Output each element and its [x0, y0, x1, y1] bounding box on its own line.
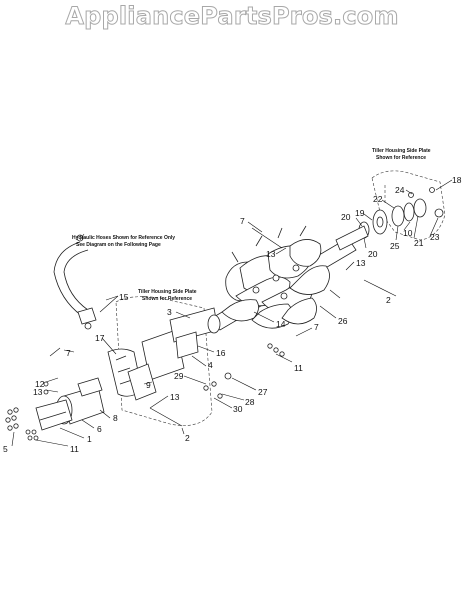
watermark: AppliancePartsPros.com	[65, 2, 399, 31]
note-left-side-plate-line-1: Tiller Housing Side Plate	[138, 289, 197, 295]
callout-2-right: 2	[386, 295, 391, 305]
hydraulic-hoses	[53, 234, 97, 330]
callout-9: 9	[146, 380, 151, 390]
callout-20-lower: 20	[368, 249, 378, 259]
part-25-collar	[391, 205, 405, 227]
callout-6: 6	[97, 424, 102, 434]
callout-11-right: 11	[294, 363, 303, 373]
part-23-washer	[434, 208, 444, 218]
note-right-side-plate-line-1: Tiller Housing Side Plate	[372, 148, 431, 154]
note-left-side-plate-line-2: Shown for Reference	[142, 296, 192, 302]
callout-16: 16	[216, 348, 226, 358]
notes: Tiller Housing Side Plate Shown for Refe…	[72, 148, 431, 302]
callout-20-upper: 20	[341, 212, 351, 222]
callout-14: 14	[276, 319, 286, 329]
callout-26: 26	[338, 316, 348, 326]
callout-2-center: 2	[185, 433, 190, 443]
callout-24: 24	[395, 185, 405, 195]
note-right-side-plate-line-2: Shown for Reference	[376, 155, 426, 161]
tine-assembly	[221, 225, 330, 329]
callout-19: 19	[355, 208, 365, 218]
part-1-bracket	[35, 399, 73, 431]
motor-assembly	[35, 377, 105, 431]
callout-11-left: 11	[70, 444, 79, 454]
bolt-cluster	[5, 407, 39, 441]
note-hoses-line-2: See Diagram on the Following Page	[76, 242, 161, 248]
right-hub-assembly	[358, 187, 444, 239]
callout-27: 27	[258, 387, 268, 397]
callout-1: 1	[87, 434, 92, 444]
part-19-sprocket	[372, 209, 388, 235]
callout-18: 18	[452, 175, 462, 185]
callout-5: 5	[3, 444, 8, 454]
part-9-mount	[127, 363, 157, 401]
callout-7-left: 7	[66, 348, 71, 358]
callout-8: 8	[113, 413, 118, 423]
part-4-spacer	[175, 331, 199, 359]
callouts: 18 24 22 19 20 10 21 23 25 20 7 13 13 2 …	[3, 175, 462, 454]
callout-13-right: 13	[356, 258, 366, 268]
callout-29: 29	[174, 371, 184, 381]
callout-4: 4	[208, 360, 213, 370]
hardware	[43, 227, 397, 427]
callout-10: 10	[403, 228, 413, 238]
callout-7-top: 7	[240, 216, 245, 226]
left-drive-assembly	[107, 307, 221, 401]
leader-lines	[11, 179, 453, 447]
callout-21: 21	[414, 238, 424, 248]
callout-15: 15	[119, 292, 129, 302]
callout-22: 22	[373, 194, 383, 204]
callout-3: 3	[167, 307, 172, 317]
callout-28: 28	[245, 397, 255, 407]
callout-13-left: 13	[33, 387, 43, 397]
callout-7-mid-right: 7	[314, 322, 319, 332]
callout-30: 30	[233, 404, 243, 414]
note-hoses-line-1: Hydraulic Hoses Shown for Reference Only	[72, 235, 175, 241]
part-21-bearing	[413, 198, 427, 218]
callout-13-top: 13	[266, 249, 276, 259]
callout-25: 25	[390, 241, 400, 251]
part-10-spacer	[403, 202, 415, 222]
callout-23: 23	[430, 232, 440, 242]
callout-13-center: 13	[170, 392, 180, 402]
callout-17: 17	[95, 333, 105, 343]
callout-12: 12	[35, 379, 45, 389]
